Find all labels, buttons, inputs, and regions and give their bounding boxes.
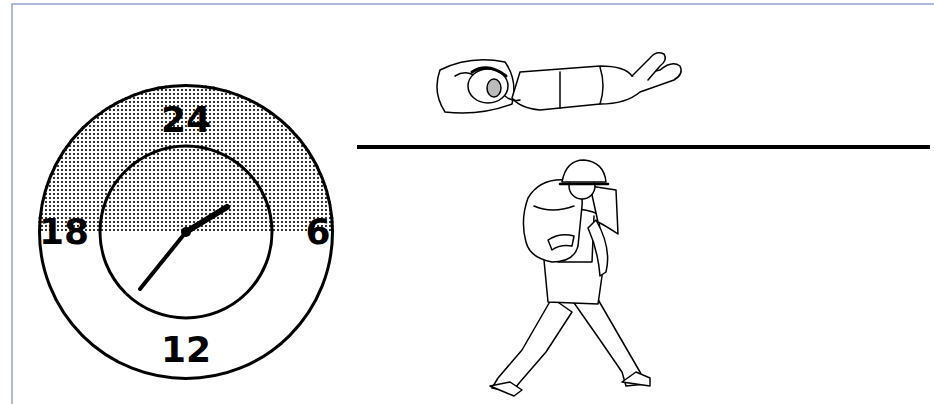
holding-arm xyxy=(548,235,574,250)
hour-number: 6 xyxy=(305,214,330,250)
hand xyxy=(505,96,520,101)
hour-number: 18 xyxy=(39,214,89,250)
clock-dial: 24 18 6 12 xyxy=(37,84,335,380)
night-shading xyxy=(38,84,334,232)
hour-number: 12 xyxy=(161,332,211,368)
hand-pivot xyxy=(181,227,191,237)
neck-cloth xyxy=(590,186,618,234)
headphone-band xyxy=(472,68,506,76)
sack-fold xyxy=(534,206,574,210)
inner-dial xyxy=(100,146,272,318)
hour-number: 24 xyxy=(161,102,211,138)
outer-dial xyxy=(40,86,333,379)
back-leg xyxy=(492,298,572,392)
minute-hand xyxy=(140,232,186,289)
divider-line xyxy=(357,145,930,149)
helmet xyxy=(562,160,606,182)
raised-leg xyxy=(632,53,665,80)
back-shoe xyxy=(490,382,522,396)
helmet-brim xyxy=(560,183,608,186)
sleeping-person xyxy=(437,53,681,113)
worker xyxy=(490,160,650,396)
headphone-cup xyxy=(487,79,501,97)
pillow xyxy=(437,60,514,113)
shirt-edge xyxy=(559,72,561,108)
frame-line xyxy=(12,4,934,404)
front-shoe xyxy=(622,372,650,386)
free-arm xyxy=(588,220,608,276)
hour-hand xyxy=(186,207,227,232)
waist-line xyxy=(600,67,603,104)
